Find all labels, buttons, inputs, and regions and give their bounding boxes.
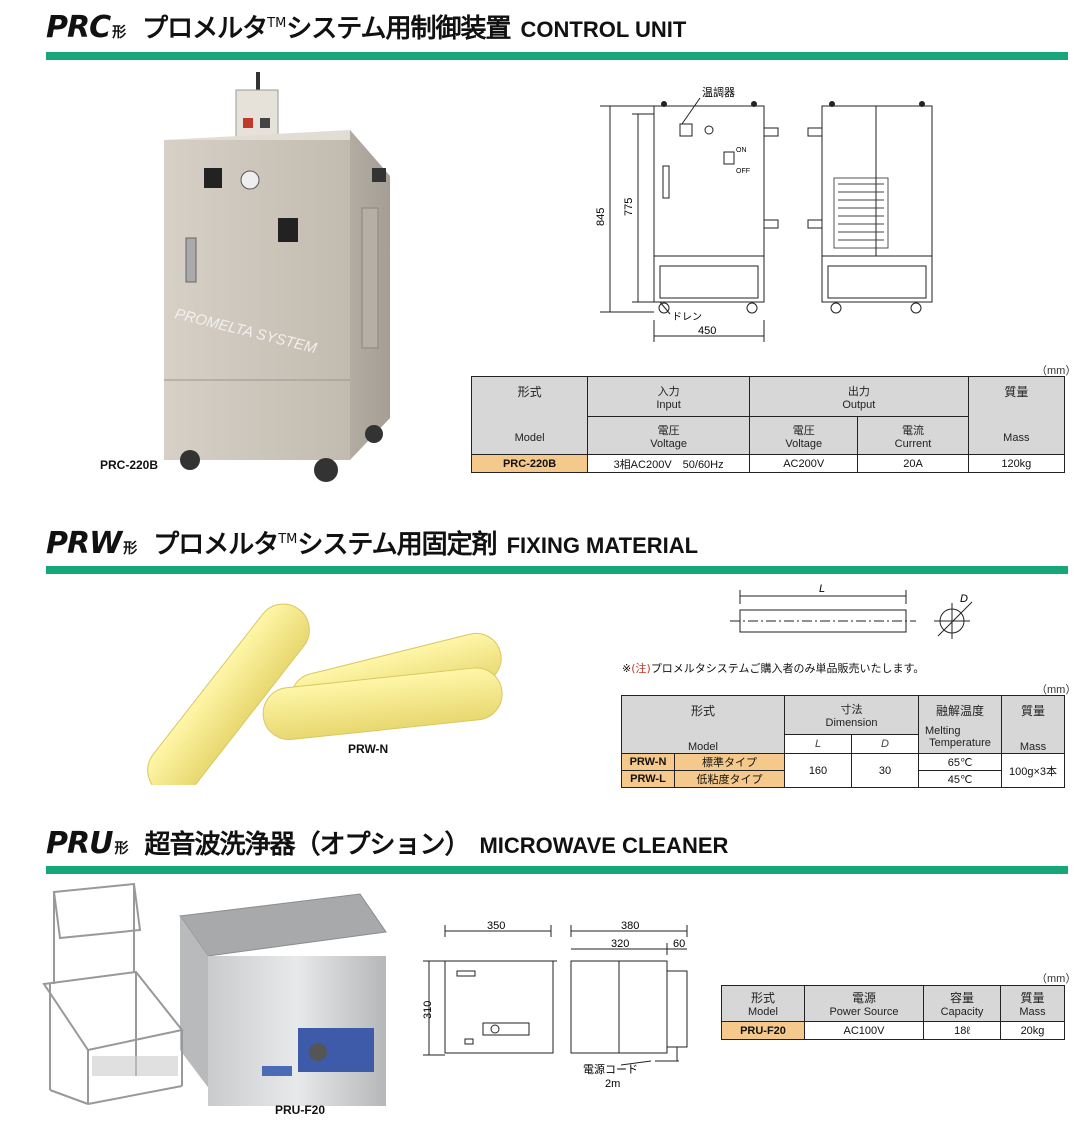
header-D: D (851, 734, 919, 754)
title-code: PRC (46, 10, 111, 45)
title-suffix: 形 (114, 841, 129, 857)
dim-320: 320 (611, 938, 629, 950)
control-unit-photo: PROMELTA SYSTEM (164, 72, 390, 482)
cleaner-diagram: 350 380 320 60 310 電源コード 2m (422, 920, 688, 1090)
trademark: TM (278, 532, 298, 547)
cell-mass: 100g×3本 (1001, 753, 1065, 788)
fixing-material-photo (147, 603, 503, 785)
cell-output-voltage: AC200V (749, 454, 859, 473)
section-divider (46, 52, 1068, 60)
cell-length: 160 (784, 753, 852, 788)
label-drain: ドレン (672, 312, 702, 323)
dim-350: 350 (487, 920, 505, 932)
dim-D: D (960, 593, 968, 605)
title-suffix: 形 (112, 25, 127, 41)
dim-60: 60 (673, 938, 685, 950)
header-mass: 質量 Mass (1001, 695, 1065, 754)
section-divider (46, 866, 1068, 874)
dim-380: 380 (621, 920, 639, 932)
cell-input: 3相AC200V 50/60Hz (587, 454, 751, 473)
title-jp: プロメルタ (153, 530, 279, 560)
photo-label-prw: PRW-N (348, 742, 389, 756)
header-L: L (784, 734, 852, 754)
section-divider (46, 566, 1068, 574)
cell-type: 標準タイプ (674, 753, 785, 771)
title-jp: プロメルタ (142, 14, 268, 44)
purchase-note: ※(注)プロメルタシステムご購入者のみ単品販売いたします。 (622, 662, 925, 675)
cell-output-current: 20A (857, 454, 969, 473)
unit-label-prc: （mm） (1036, 365, 1077, 377)
cleaner-photo (42, 882, 387, 1106)
cell-type: 低粘度タイプ (674, 770, 785, 788)
table-row: PRW-N 標準タイプ 160 30 65℃ 100g×3本 (621, 753, 1065, 788)
cell-model: PRC-220B (470, 454, 589, 473)
dim-310: 310 (422, 1001, 434, 1019)
label-temp-controller: 温調器 (702, 85, 735, 99)
header-melting: 融解温度 Melting Temperature (918, 695, 1002, 754)
dim-775: 775 (623, 198, 635, 216)
cell-model: PRU-F20 (721, 1021, 805, 1040)
title-jp-post: システム用固定剤 (297, 530, 497, 560)
cell-model: PRW-N (621, 753, 675, 771)
title-code: PRW (46, 526, 122, 561)
label-cord-length: 2m (605, 1078, 620, 1090)
control-unit-diagram: 温調器 ON OFF ドレン 845 775 450 (595, 85, 933, 342)
table-row: PRU-F20 AC100V 18ℓ 20kg (721, 1021, 1065, 1040)
title-jp: 超音波洗浄器（オプション） (144, 830, 470, 860)
fixing-material-diagram: L D (730, 583, 973, 639)
cell-power: AC100V (804, 1021, 924, 1040)
title-code: PRU (46, 826, 113, 861)
header-mass: 質量 Mass (967, 376, 1066, 455)
trademark: TM (267, 16, 287, 31)
dim-450: 450 (698, 325, 716, 337)
cell-mass: 120kg (967, 454, 1066, 473)
label-off: OFF (736, 168, 750, 175)
label-on: ON (736, 147, 747, 154)
unit-label-pru: （mm） (1036, 973, 1077, 985)
header-model: 形式 Model (621, 695, 785, 754)
title-en: FIXING MATERIAL (506, 533, 699, 558)
label-power-cord: 電源コード (583, 1062, 638, 1076)
cell-melting: 65℃ (918, 753, 1002, 771)
photo-label-pru: PRU-F20 (275, 1103, 326, 1117)
cell-capacity: 18ℓ (923, 1021, 1001, 1040)
cell-melting: 45℃ (918, 770, 1002, 788)
title-suffix: 形 (123, 541, 138, 557)
cell-diameter: 30 (851, 753, 919, 788)
title-en: MICROWAVE CLEANER (479, 833, 729, 858)
dim-845: 845 (595, 208, 607, 226)
header-model: 形式 Model (470, 376, 589, 455)
cell-mass: 20kg (1000, 1021, 1065, 1040)
unit-label-prw: （mm） (1036, 684, 1077, 696)
table-row: PRC-220B 3相AC200V 50/60Hz AC200V 20A 120… (470, 454, 1066, 473)
title-jp-post: システム用制御装置 (286, 14, 511, 44)
photo-label-prc: PRC-220B (100, 458, 159, 472)
dim-L: L (819, 583, 825, 595)
cell-model: PRW-L (621, 770, 675, 788)
title-en: CONTROL UNIT (520, 17, 687, 42)
table-row: PRW-L 低粘度タイプ 45℃ (621, 770, 1065, 788)
